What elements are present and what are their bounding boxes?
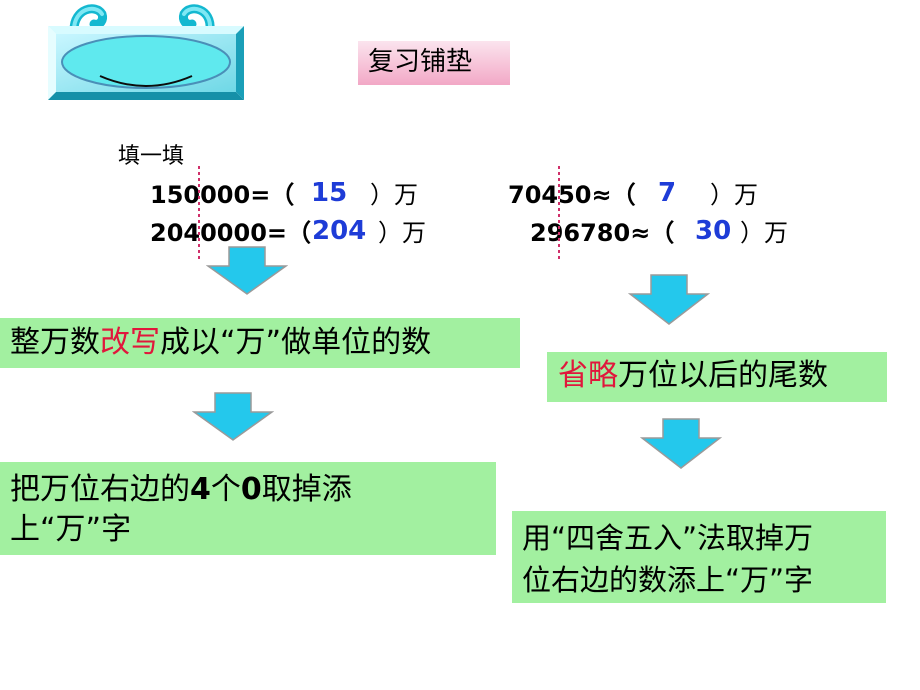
remove-zeros-box (0, 462, 496, 555)
row2-right-answer: 30 (695, 216, 732, 246)
down-arrow-icon (206, 246, 288, 295)
row1-left-number: 150000=（ (150, 181, 295, 209)
rewrite-rule-box (0, 318, 520, 368)
remove-zeros-four: 4 (190, 472, 211, 507)
rounding-rule-line2: 位右边的数添上“万”字 (522, 563, 814, 597)
row2-left-number: 2040000=（ (150, 219, 312, 247)
rewrite-rule-pre: 整万数 (10, 325, 100, 360)
remove-zeros-part-e: 取掉添 (261, 472, 352, 507)
row1-right-number: 70450≈（ (508, 181, 636, 209)
row1-left-answer: 15 (311, 178, 348, 208)
row1-left-close: ）万 (370, 181, 418, 209)
row2-left-answer: 204 (312, 216, 367, 246)
down-arrow-icon (192, 392, 274, 441)
omit-rule-highlight: 省略 (558, 358, 618, 393)
page-title: 复习铺垫 (358, 41, 510, 85)
row2-left-close: ）万 (378, 219, 426, 247)
rewrite-rule-highlight: 改写 (100, 325, 160, 360)
remove-zeros-zero: 0 (240, 472, 262, 507)
rewrite-rule-text: 整万数改写成以“万”做单位的数 (10, 323, 431, 363)
remove-zeros-part-a: 把万位右边的 (10, 472, 190, 507)
smiley-face-icon (48, 4, 244, 100)
remove-zeros-line2: 上“万”字 (10, 512, 132, 547)
omit-rule-box (547, 352, 887, 402)
down-arrow-icon (640, 418, 722, 469)
right-digit-separator (558, 166, 560, 262)
row2-right-close: ）万 (740, 219, 788, 247)
omit-rule-post: 万位以后的尾数 (618, 358, 828, 393)
row1-right-answer: 7 (658, 178, 677, 208)
row1-right-close: ）万 (710, 181, 758, 209)
row2-right-number: 296780≈（ (530, 219, 675, 247)
down-arrow-icon (628, 274, 710, 325)
section-label: 填一填 (118, 144, 185, 169)
remove-zeros-line1: 把万位右边的4个0取掉添 (10, 470, 352, 510)
remove-zeros-part-c: 个 (210, 472, 241, 507)
left-digit-separator (198, 166, 200, 262)
omit-rule-text: 省略万位以后的尾数 (558, 356, 828, 396)
rounding-rule-line1: 用“四舍五入”法取掉万 (522, 521, 814, 555)
rewrite-rule-post: 成以“万”做单位的数 (160, 325, 432, 360)
rounding-rule-box (512, 511, 886, 603)
